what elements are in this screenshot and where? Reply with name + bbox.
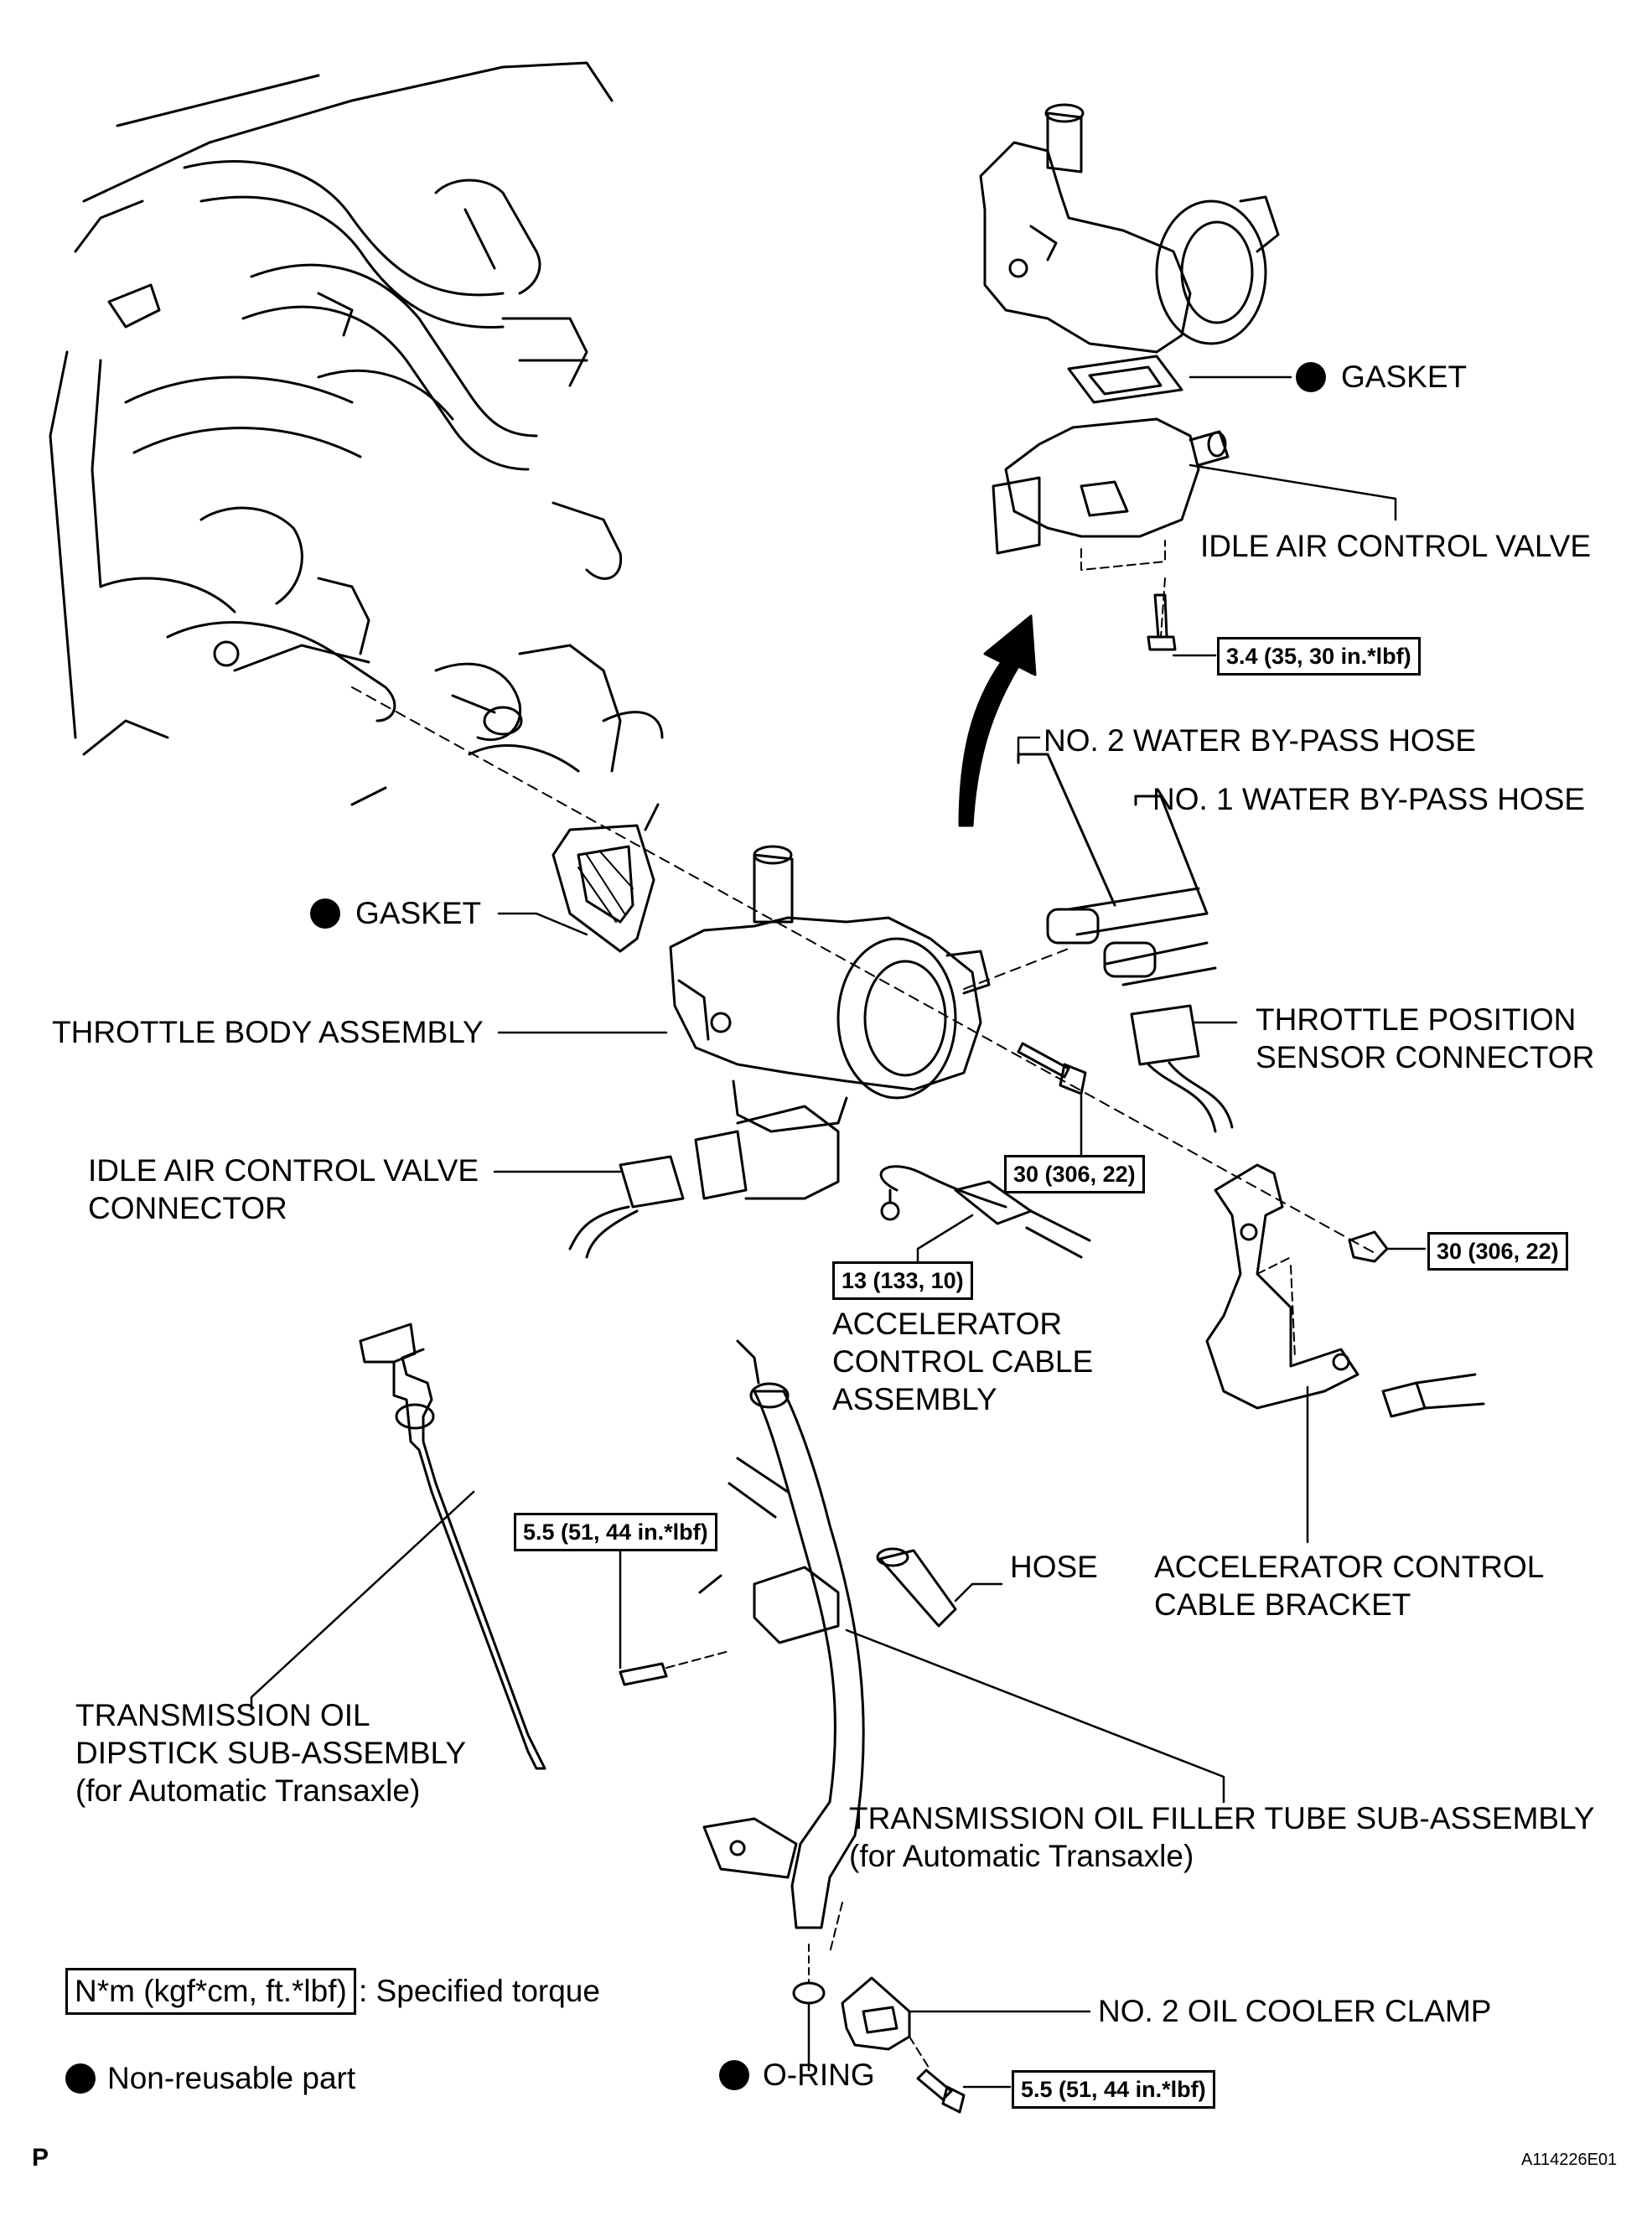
engine-illustration — [49, 61, 664, 806]
tps-connector-illustration — [1130, 1004, 1234, 1133]
iacv-bolt-illustration — [1147, 577, 1177, 651]
filler-tube-label-line1: TRANSMISSION OIL FILLER TUBE SUB-ASSEMBL… — [849, 1801, 1595, 1835]
nonreusable-dot-o-ring — [719, 2060, 749, 2090]
idle-air-control-valve-illustration — [992, 417, 1230, 571]
throttle-body-assembly-label: THROTTLE BODY ASSEMBLY — [52, 1015, 484, 1049]
gasket-top-label: GASKET — [1341, 360, 1468, 394]
gasket-left-label: GASKET — [355, 896, 482, 930]
accelerator-cable-illustration — [879, 1165, 1091, 1259]
filler-tube-illustration — [698, 1339, 865, 1929]
filler-tube-label-line2: (for Automatic Transaxle) — [849, 1839, 1194, 1873]
legend-nonreusable-dot — [65, 2063, 96, 2094]
accelerator-bracket-illustration — [1205, 1163, 1485, 1418]
hose-label: HOSE — [1010, 1550, 1098, 1584]
bracket-nut-illustration — [1348, 1230, 1389, 1263]
tps-connector-label-line1: THROTTLE POSITION — [1256, 1002, 1577, 1037]
tps-connector-label-line2: SENSOR CONNECTOR — [1256, 1040, 1595, 1074]
throttle-bolt-illustration — [1017, 1042, 1087, 1095]
dipstick-illustration — [359, 1323, 546, 1770]
accel-cable-label-line2: CONTROL CABLE — [832, 1344, 1094, 1379]
o-ring-illustration — [792, 1944, 826, 2005]
iacv-connector-label-line1: IDLE AIR CONTROL VALVE — [88, 1153, 479, 1188]
accel-bracket-label-line1: ACCELERATOR CONTROL — [1154, 1550, 1545, 1584]
nonreusable-dot-gasket-left — [310, 898, 340, 929]
oil-cooler-clamp-label: NO. 2 OIL COOLER CLAMP — [1098, 1994, 1492, 2028]
clamp-bolt-torque: 5.5 (51, 44 in.*lbf) — [1012, 2070, 1215, 2109]
filler-bolt-illustration — [619, 1650, 730, 1686]
idle-air-control-valve-label: IDLE AIR CONTROL VALVE — [1200, 529, 1592, 563]
filler-bolt-torque: 5.5 (51, 44 in.*lbf) — [514, 1513, 717, 1551]
center-line — [351, 686, 1375, 1254]
iacv-connector-label-line2: CONNECTOR — [88, 1191, 287, 1225]
upward-arrow-illustration — [958, 614, 1037, 827]
bracket-nut-torque: 30 (306, 22) — [1427, 1232, 1568, 1271]
legend-torque-text: : Specified torque — [359, 1974, 600, 2008]
iacv-bolt-torque: 3.4 (35, 30 in.*lbf) — [1217, 637, 1421, 676]
nonreusable-dot-gasket-top — [1296, 362, 1326, 392]
upper-throttle-body-illustration — [979, 103, 1280, 354]
legend-nonreusable-text: Non-reusable part — [107, 2061, 356, 2095]
dipstick-label-line1: TRANSMISSION OIL — [75, 1698, 370, 1732]
clamp-bolt-illustration — [909, 2036, 966, 2114]
accel-cable-label-line3: ASSEMBLY — [832, 1382, 997, 1416]
page-mark: P — [32, 2144, 49, 2172]
throttle-body-illustration — [669, 845, 991, 1200]
no2-water-bypass-hose-label: NO. 2 WATER BY-PASS HOSE — [1044, 723, 1477, 758]
dipstick-label-line3: (for Automatic Transaxle) — [75, 1773, 421, 1808]
accel-cable-label-line1: ACCELERATOR — [832, 1307, 1063, 1341]
iacv-connector-illustration — [568, 1155, 685, 1259]
throttle-bolt-torque: 30 (306, 22) — [1004, 1155, 1145, 1193]
legend-torque-box: N*m (kgf*cm, ft.*lbf) — [65, 1968, 356, 2015]
o-ring-label: O-RING — [763, 2058, 875, 2092]
cable-nut-torque: 13 (133, 10) — [832, 1261, 973, 1300]
dipstick-label-line2: DIPSTICK SUB-ASSEMBLY — [75, 1736, 467, 1770]
oil-cooler-clamp-illustration — [829, 1902, 911, 2051]
small-hose-illustration — [876, 1547, 957, 1628]
figure-code: A114226E01 — [1521, 2151, 1618, 2169]
no1-water-bypass-hose-label: NO. 1 WATER BY-PASS HOSE — [1152, 782, 1586, 816]
upper-gasket-illustration — [1067, 355, 1183, 404]
accel-bracket-label-line2: CABLE BRACKET — [1154, 1587, 1411, 1622]
left-gasket-illustration — [552, 803, 660, 953]
